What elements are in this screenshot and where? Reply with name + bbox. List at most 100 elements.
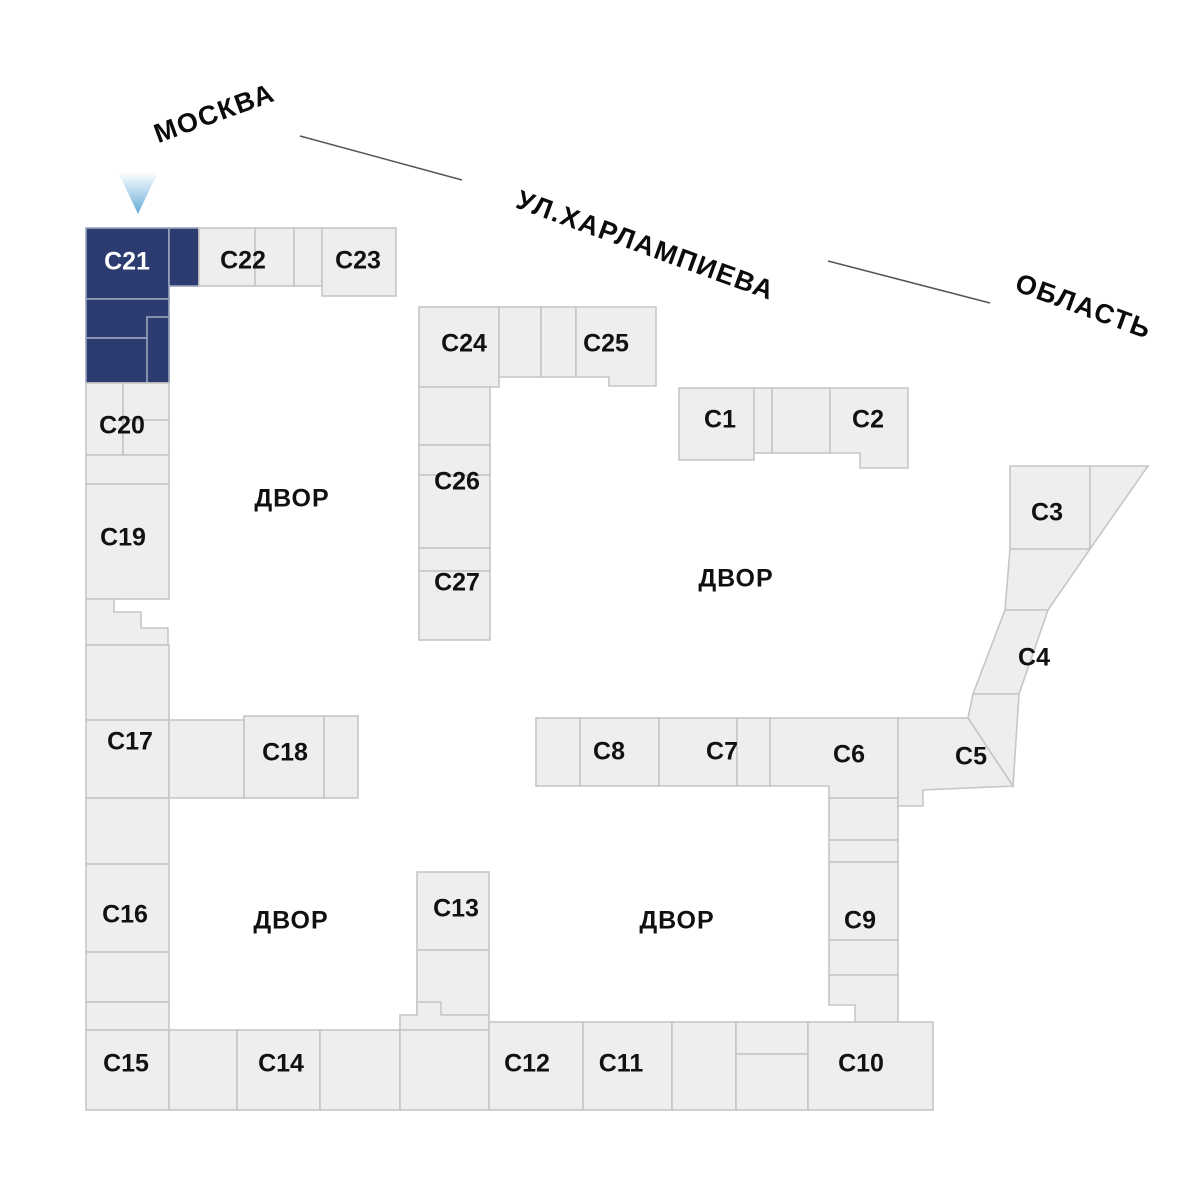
block-C17-east[interactable] [168, 719, 245, 799]
block-label-C25: C25 [583, 330, 629, 358]
yard-label-nw: ДВОР [254, 485, 329, 513]
block-label-C18: C18 [262, 739, 308, 767]
block-C22-b[interactable] [254, 227, 295, 287]
block-C2-main[interactable] [829, 387, 909, 469]
block-C3-east[interactable] [1089, 465, 1150, 552]
block-C25-main[interactable] [575, 306, 657, 387]
street-labels: МОСКВА УЛ.ХАРЛАМПИЕВА ОБЛАСТЬ [150, 78, 1156, 345]
yard-label-se: ДВОР [639, 907, 714, 935]
block-C19-step[interactable] [85, 598, 169, 646]
block-group-C9 [828, 797, 899, 1023]
block-group-west [85, 382, 245, 1031]
block-label-C12: C12 [504, 1050, 550, 1078]
block-label-C10: C10 [838, 1050, 884, 1078]
block-label-C24: C24 [441, 330, 487, 358]
block-C11-main[interactable] [582, 1021, 673, 1111]
block-label-C22: C22 [220, 247, 266, 275]
street-label-kharlampieva: УЛ.ХАРЛАМПИЕВА [513, 185, 779, 306]
block-C27-main[interactable] [418, 570, 491, 641]
block-C4-lower[interactable] [967, 693, 1020, 789]
block-group-C18 [243, 715, 359, 799]
block-C20-a[interactable] [85, 382, 124, 456]
block-label-C5: C5 [955, 743, 987, 771]
block-label-C27: C27 [434, 569, 480, 597]
block-C10-west-b[interactable] [735, 1053, 809, 1111]
block-label-C8: C8 [593, 738, 625, 766]
block-C26-main[interactable] [418, 474, 491, 549]
block-C11-east[interactable] [671, 1021, 737, 1111]
block-C23[interactable] [321, 227, 397, 297]
block-C12b-mid[interactable] [771, 387, 831, 454]
block-label-C17: C17 [107, 728, 153, 756]
block-label-C11: C11 [599, 1050, 644, 1078]
block-C10-west-a[interactable] [735, 1021, 809, 1055]
yard-labels: ДВОР ДВОР ДВОР ДВОР [253, 485, 773, 935]
block-C8-west[interactable] [535, 717, 581, 787]
block-C1-main[interactable] [678, 387, 755, 461]
block-C9-lower-b[interactable] [828, 974, 899, 1023]
block-C13-main[interactable] [416, 871, 490, 951]
block-C9-upper-b[interactable] [828, 839, 899, 863]
block-C26-upper-a[interactable] [418, 386, 491, 446]
block-C20-b[interactable] [122, 382, 170, 421]
block-C27-upper[interactable] [418, 547, 491, 572]
block-C17-upper[interactable] [85, 644, 170, 721]
block-C16-lower-a[interactable] [85, 951, 170, 1003]
block-C22-a[interactable] [198, 227, 256, 287]
block-C24-east-b[interactable] [540, 306, 577, 378]
block-label-C9: C9 [844, 907, 876, 935]
block-C14-main[interactable] [236, 1029, 321, 1111]
block-label-C6: C6 [833, 741, 865, 769]
block-label-C1: C1 [704, 406, 736, 434]
block-C7-east[interactable] [736, 717, 771, 787]
block-label-C13: C13 [433, 895, 479, 923]
block-label-C26: C26 [434, 468, 480, 496]
block-C12-main[interactable] [488, 1021, 584, 1111]
block-C8-main[interactable] [579, 717, 660, 787]
block-C19-main[interactable] [85, 483, 170, 600]
block-C22-c[interactable] [293, 227, 323, 287]
block-label-C21: C21 [104, 248, 150, 276]
block-C14-east[interactable] [319, 1029, 401, 1111]
street-label-oblast: ОБЛАСТЬ [1011, 268, 1155, 345]
block-label-C7: C7 [706, 738, 738, 766]
block-C21-lower-spur[interactable] [146, 316, 170, 384]
block-C15-east[interactable] [168, 1029, 238, 1111]
leader-moscow-to-street [299, 135, 463, 181]
block-C21-main[interactable] [85, 227, 170, 300]
block-C18-east[interactable] [323, 715, 359, 799]
block-C16-upper[interactable] [85, 797, 170, 865]
block-C24-main[interactable] [418, 306, 500, 388]
block-C9-upper-a[interactable] [828, 797, 899, 841]
block-label-C15: C15 [103, 1050, 149, 1078]
block-C3-lower[interactable] [1004, 548, 1092, 611]
block-label-C19: C19 [100, 524, 146, 552]
block-C24-east-a[interactable] [498, 306, 542, 378]
block-C13-foot-west[interactable] [399, 1029, 490, 1111]
block-C26-upper-b[interactable] [418, 444, 491, 476]
block-group-north [85, 227, 397, 384]
block-C16-lower-b[interactable] [85, 1001, 170, 1031]
direction-arrow-icon [118, 172, 158, 214]
street-label-moscow: МОСКВА [150, 78, 279, 149]
yard-label-ne: ДВОР [698, 565, 773, 593]
block-C9-lower-a[interactable] [828, 939, 899, 976]
block-C20-d[interactable] [85, 454, 170, 485]
block-C10-main[interactable] [807, 1021, 934, 1111]
block-label-C3: C3 [1031, 499, 1063, 527]
block-labels: C1 C2 C3 C4 C5 C6 C7 C8 C9 C10 C11 C12 C… [99, 247, 1063, 1078]
block-C15-main[interactable] [85, 1029, 170, 1111]
block-C1-east[interactable] [753, 387, 773, 454]
block-C17-main[interactable] [85, 719, 170, 799]
block-group-C1-C2 [678, 387, 909, 469]
leader-street-to-oblast [827, 260, 991, 304]
yard-label-sw: ДВОР [253, 907, 328, 935]
block-C21-spur[interactable] [168, 227, 200, 287]
block-C16-main[interactable] [85, 863, 170, 953]
block-C18-main[interactable] [243, 715, 325, 799]
block-group-south [85, 871, 934, 1111]
block-label-C4: C4 [1018, 644, 1050, 672]
block-group-central-column [418, 306, 657, 641]
